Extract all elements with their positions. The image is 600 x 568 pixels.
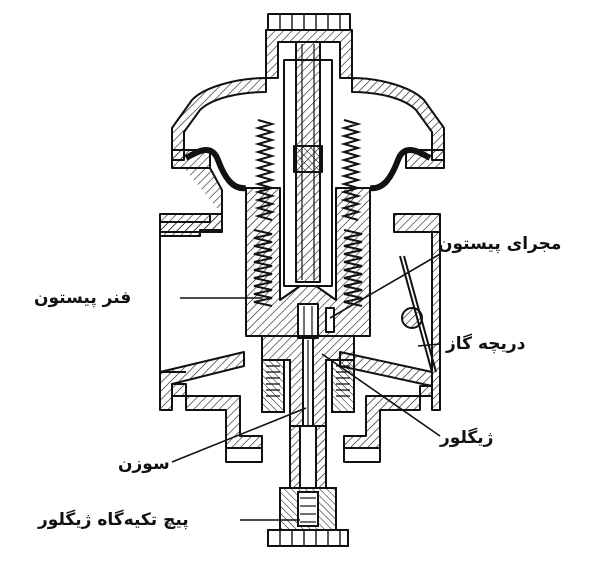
- piston-passage-hole: [325, 307, 335, 333]
- body-upper-left: [159, 213, 223, 233]
- needle-pocket: [297, 303, 319, 339]
- label-piston-passage: مجرای پیستون: [438, 234, 562, 254]
- label-needle: سوزن: [118, 454, 170, 474]
- intake-outline-left: [159, 232, 186, 373]
- bottom-cap: [267, 529, 349, 547]
- label-piston-spring: فنر پیستون: [34, 288, 132, 308]
- center-nut: [293, 145, 323, 173]
- leader-piston-passage: [329, 253, 441, 319]
- dome-cover-left: [171, 77, 267, 161]
- body-bottom-left: [171, 383, 263, 449]
- leader-throttle-valve: [417, 343, 441, 347]
- label-throttle-valve: دریچه گاز: [446, 334, 526, 354]
- diaphragm-left: [184, 147, 247, 192]
- dome-cover-right: [351, 77, 445, 161]
- body-bottom-right: [343, 385, 433, 449]
- body-upper-right: [393, 213, 441, 233]
- leader-needle: [171, 407, 307, 463]
- jet-holder-left: [261, 359, 285, 413]
- label-jet: ژیگلور: [440, 428, 494, 448]
- piston-spring-right: [340, 119, 363, 307]
- label-jet-support-screw: پیچ تکیه‌گاه ژیگلور: [38, 510, 189, 530]
- cover-neck: [265, 29, 353, 79]
- piston-spring-left: [253, 119, 276, 307]
- cover-flange-right: [405, 149, 445, 169]
- throttle-valve: [399, 255, 437, 373]
- diaphragm-right: [369, 147, 432, 192]
- leader-jet: [321, 353, 441, 437]
- body-base: [225, 448, 381, 463]
